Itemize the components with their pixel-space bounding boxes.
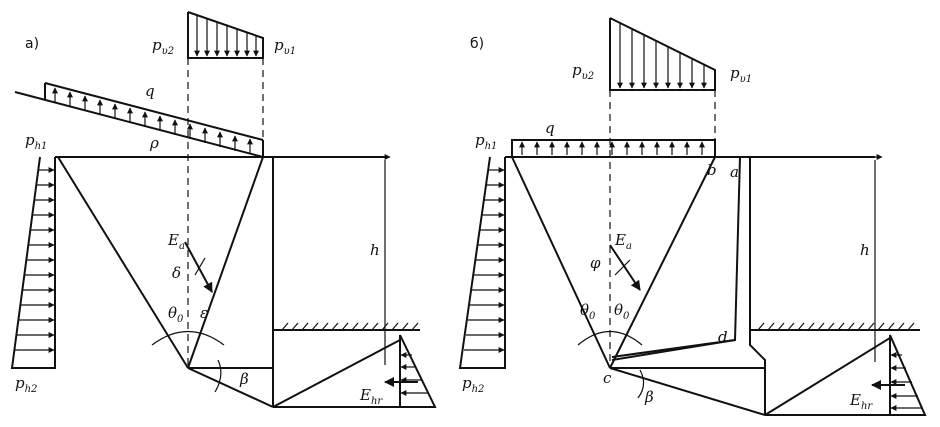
panel-b-phi-tick xyxy=(614,259,631,276)
panel-b-ea-arrow xyxy=(609,244,641,291)
panel-a-ph1-label: ph1 xyxy=(25,131,47,152)
panel-a-q-label: q xyxy=(145,82,155,100)
panel-a-passive-pressure xyxy=(384,334,437,408)
panel-b-c-label: c xyxy=(603,369,612,387)
panel-b-d-label: d xyxy=(718,328,728,346)
panel-b-b-label: b xyxy=(707,161,717,179)
panel-a-delta-label: δ xyxy=(172,264,181,282)
panel-b-pv2-label: pυ2 xyxy=(572,61,594,82)
panel-b-ea-label: Ea xyxy=(614,231,632,252)
panel-b-pv1-label: pυ1 xyxy=(730,64,752,85)
panel-b-base-slip xyxy=(609,367,766,416)
panel-b-vertical-load xyxy=(609,17,716,91)
panel-a-label: а) xyxy=(25,36,39,52)
panel-b-passive-pressure xyxy=(871,334,927,416)
panel-a-ea-label: Ea xyxy=(167,231,185,252)
panel-b-theta1-label: θ0 xyxy=(580,301,596,322)
panel-b-q-label: q xyxy=(545,119,555,137)
panel-a-ground-hatching xyxy=(281,322,419,331)
panel-a-h-label: h xyxy=(370,241,380,259)
panel-a-theta-label: θ0 xyxy=(168,304,184,325)
panel-b-wall xyxy=(611,156,766,415)
panel-a-base-slip xyxy=(187,367,274,408)
panel-a-ph2-label: ph2 xyxy=(15,374,37,395)
panel-b-passive-slip xyxy=(764,337,891,416)
panel-b-theta-arc xyxy=(577,331,643,346)
panel-b-beta-label: β xyxy=(644,388,654,406)
panel-b-beta-arc xyxy=(637,369,645,399)
panel-b-ground-hatching xyxy=(757,322,915,331)
panel-a-delta-tick xyxy=(194,257,206,276)
panel-b-ph2-label: ph2 xyxy=(462,374,484,395)
panel-a-sloped-load xyxy=(14,82,264,158)
panel-b-q-load xyxy=(511,139,716,157)
panel-a-vertical-load xyxy=(187,11,264,59)
panel-a-passive-slip xyxy=(272,339,401,408)
panel-a-beta-label: β xyxy=(239,370,249,388)
panel-a-ea-arrow xyxy=(184,241,213,293)
panel-a-rho-label: ρ xyxy=(149,134,159,152)
panel-b-theta2-label: θ0 xyxy=(614,301,630,322)
panel-b: б) pυ2 pυ1 xyxy=(458,17,927,416)
panel-a-horizontal-pressure xyxy=(10,156,56,369)
panel-a: а) pυ2 pυ1 xyxy=(10,11,437,408)
panel-a-pv2-label: pυ2 xyxy=(152,36,174,57)
panel-b-ehr-label: Ehr xyxy=(849,391,873,412)
panel-b-label: б) xyxy=(470,36,484,52)
panel-a-ehr-label: Ehr xyxy=(359,386,383,407)
panel-b-phi-label: φ xyxy=(590,254,601,272)
panel-b-h-label: h xyxy=(860,241,870,259)
panel-b-sliding-wedge xyxy=(511,156,765,369)
panel-a-pv1-label: pυ1 xyxy=(274,36,296,57)
panel-b-horizontal-pressure xyxy=(458,156,506,369)
panel-a-beta-arc xyxy=(214,359,222,393)
panel-b-ph1-label: ph1 xyxy=(475,131,497,152)
panel-a-theta-arc xyxy=(151,330,225,346)
panel-a-eps-label: ε xyxy=(200,304,208,322)
panel-b-a-label: a xyxy=(730,163,739,181)
